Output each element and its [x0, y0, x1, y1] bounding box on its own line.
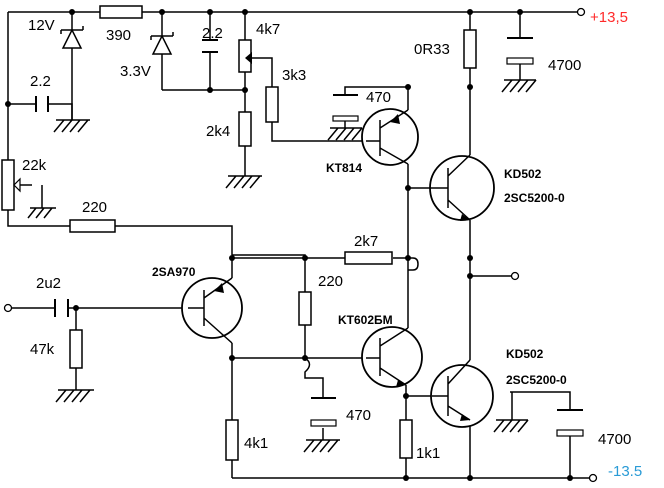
resistor-220-left [69, 219, 116, 233]
label-1k1: 1k1 [416, 445, 440, 462]
resistor-220-mid [298, 291, 312, 326]
resistor-47k [69, 329, 83, 369]
resistors [1, 5, 477, 461]
terminal-input [3, 303, 13, 313]
terminal-negative [588, 473, 598, 483]
resistor-0r33 [463, 29, 477, 69]
label-2sc5200-bottom: 2SC5200-0 [506, 373, 567, 387]
terminal-positive [576, 7, 586, 17]
label-220-left: 220 [82, 199, 107, 216]
label-47k: 47k [30, 341, 55, 358]
resistor-1k1 [399, 419, 413, 459]
resistor-2k4 [238, 111, 252, 147]
label-470-top: 470 [366, 89, 391, 106]
label-3k3: 3k3 [282, 67, 306, 84]
transistor-kd502-top [408, 154, 495, 221]
transistor-kt602 [361, 326, 423, 388]
label-kd502-top: KD502 [504, 167, 542, 181]
label-22k: 22k [22, 157, 47, 174]
label-4k7: 4k7 [256, 21, 280, 38]
label-2k4: 2k4 [206, 123, 230, 140]
label-390: 390 [106, 27, 131, 44]
label-12v: 12V [28, 17, 55, 34]
zener-diodes [60, 26, 174, 55]
label-2sc5200-top: 2SC5200-0 [504, 191, 565, 205]
label-kt602: KT602БМ [338, 313, 393, 327]
transistor-kd502-bottom [430, 359, 494, 428]
capacitors [35, 37, 584, 437]
resistor-3k3 [265, 86, 279, 123]
resistor-4k1 [225, 419, 239, 461]
label-4k1: 4k1 [244, 435, 268, 452]
label-470-bottom: 470 [346, 407, 371, 424]
label-22-top: 2.2 [202, 25, 223, 42]
label-positive-supply: +13,5 [590, 9, 628, 26]
transistor-2sa970 [181, 258, 243, 344]
resistor-22k-pot [1, 159, 15, 211]
label-2sa970: 2SA970 [152, 265, 196, 279]
label-4700-bottom: 4700 [598, 431, 631, 448]
pot-wipers [13, 52, 260, 193]
terminals [3, 7, 598, 483]
label-kd502-bottom: KD502 [506, 347, 544, 361]
label-0r33: 0R33 [414, 41, 450, 58]
label-kt814: KT814 [326, 161, 362, 175]
terminal-output [510, 271, 520, 281]
ground-symbols [27, 74, 537, 453]
label-220-mid: 220 [318, 273, 343, 290]
label-33v: 3.3V [120, 63, 151, 80]
resistor-2k7 [344, 251, 393, 265]
resistor-390 [99, 5, 143, 19]
label-2u2: 2u2 [36, 275, 61, 292]
label-22-left: 2.2 [30, 73, 51, 90]
label-4700-top: 4700 [548, 57, 581, 74]
junction-dots [5, 9, 573, 481]
component-labels: 12V 390 3.3V 2.2 4k7 0R33 4700 2.2 3k3 4… [22, 9, 642, 480]
transistor-kt814 [361, 108, 419, 166]
label-2k7: 2k7 [354, 233, 378, 250]
label-negative-supply: -13.5 [608, 463, 642, 480]
